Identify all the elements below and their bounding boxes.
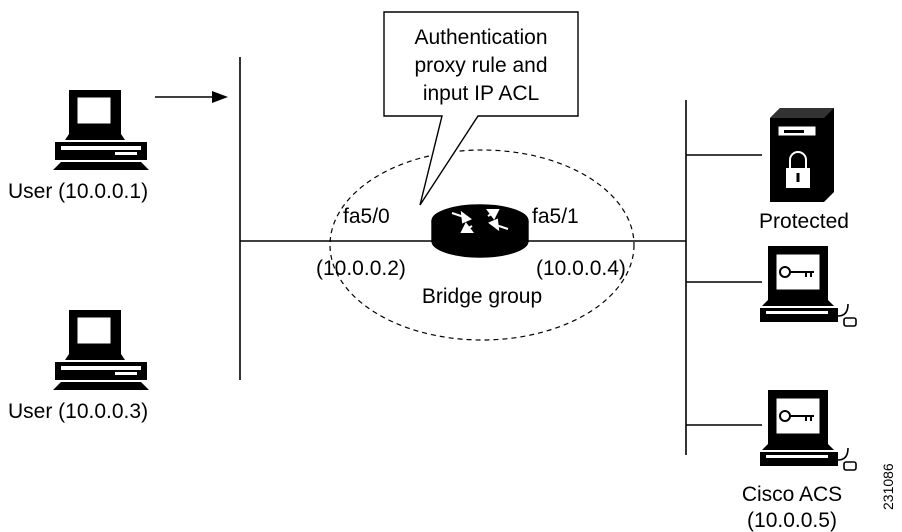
right-ip-label: (10.0.0.4) [536,257,626,280]
callout-line-3: input IP ACL [423,82,539,105]
user-pc-1-icon [53,90,149,170]
traffic-arrow [155,91,228,103]
user-2-label: User (10.0.0.3) [8,400,148,423]
cisco-acs-ip-label: (10.0.0.5) [747,509,837,532]
bridge-group-ellipse [329,149,635,341]
callout-box [383,11,579,206]
figure-id: 231086 [880,463,896,510]
bridge-group-label: Bridge group [422,285,542,308]
callout-line-2: proxy rule and [414,54,547,77]
protected-label: Protected [759,210,849,233]
callout-line-1: Authentication [414,26,547,49]
acs-workstation-icon [760,246,857,327]
cisco-acs-label: Cisco ACS [742,483,842,506]
left-interface-label: fa5/0 [343,205,390,228]
left-ip-label: (10.0.0.2) [316,257,406,280]
callout: Authentication proxy rule and input IP A… [383,11,579,206]
protected-server-icon [770,108,834,202]
router-icon [431,204,529,258]
user-1-label: User (10.0.0.1) [8,180,148,203]
cisco-acs-icon [760,390,857,471]
right-interface-label: fa5/1 [532,205,579,228]
user-pc-2-icon [53,310,149,390]
